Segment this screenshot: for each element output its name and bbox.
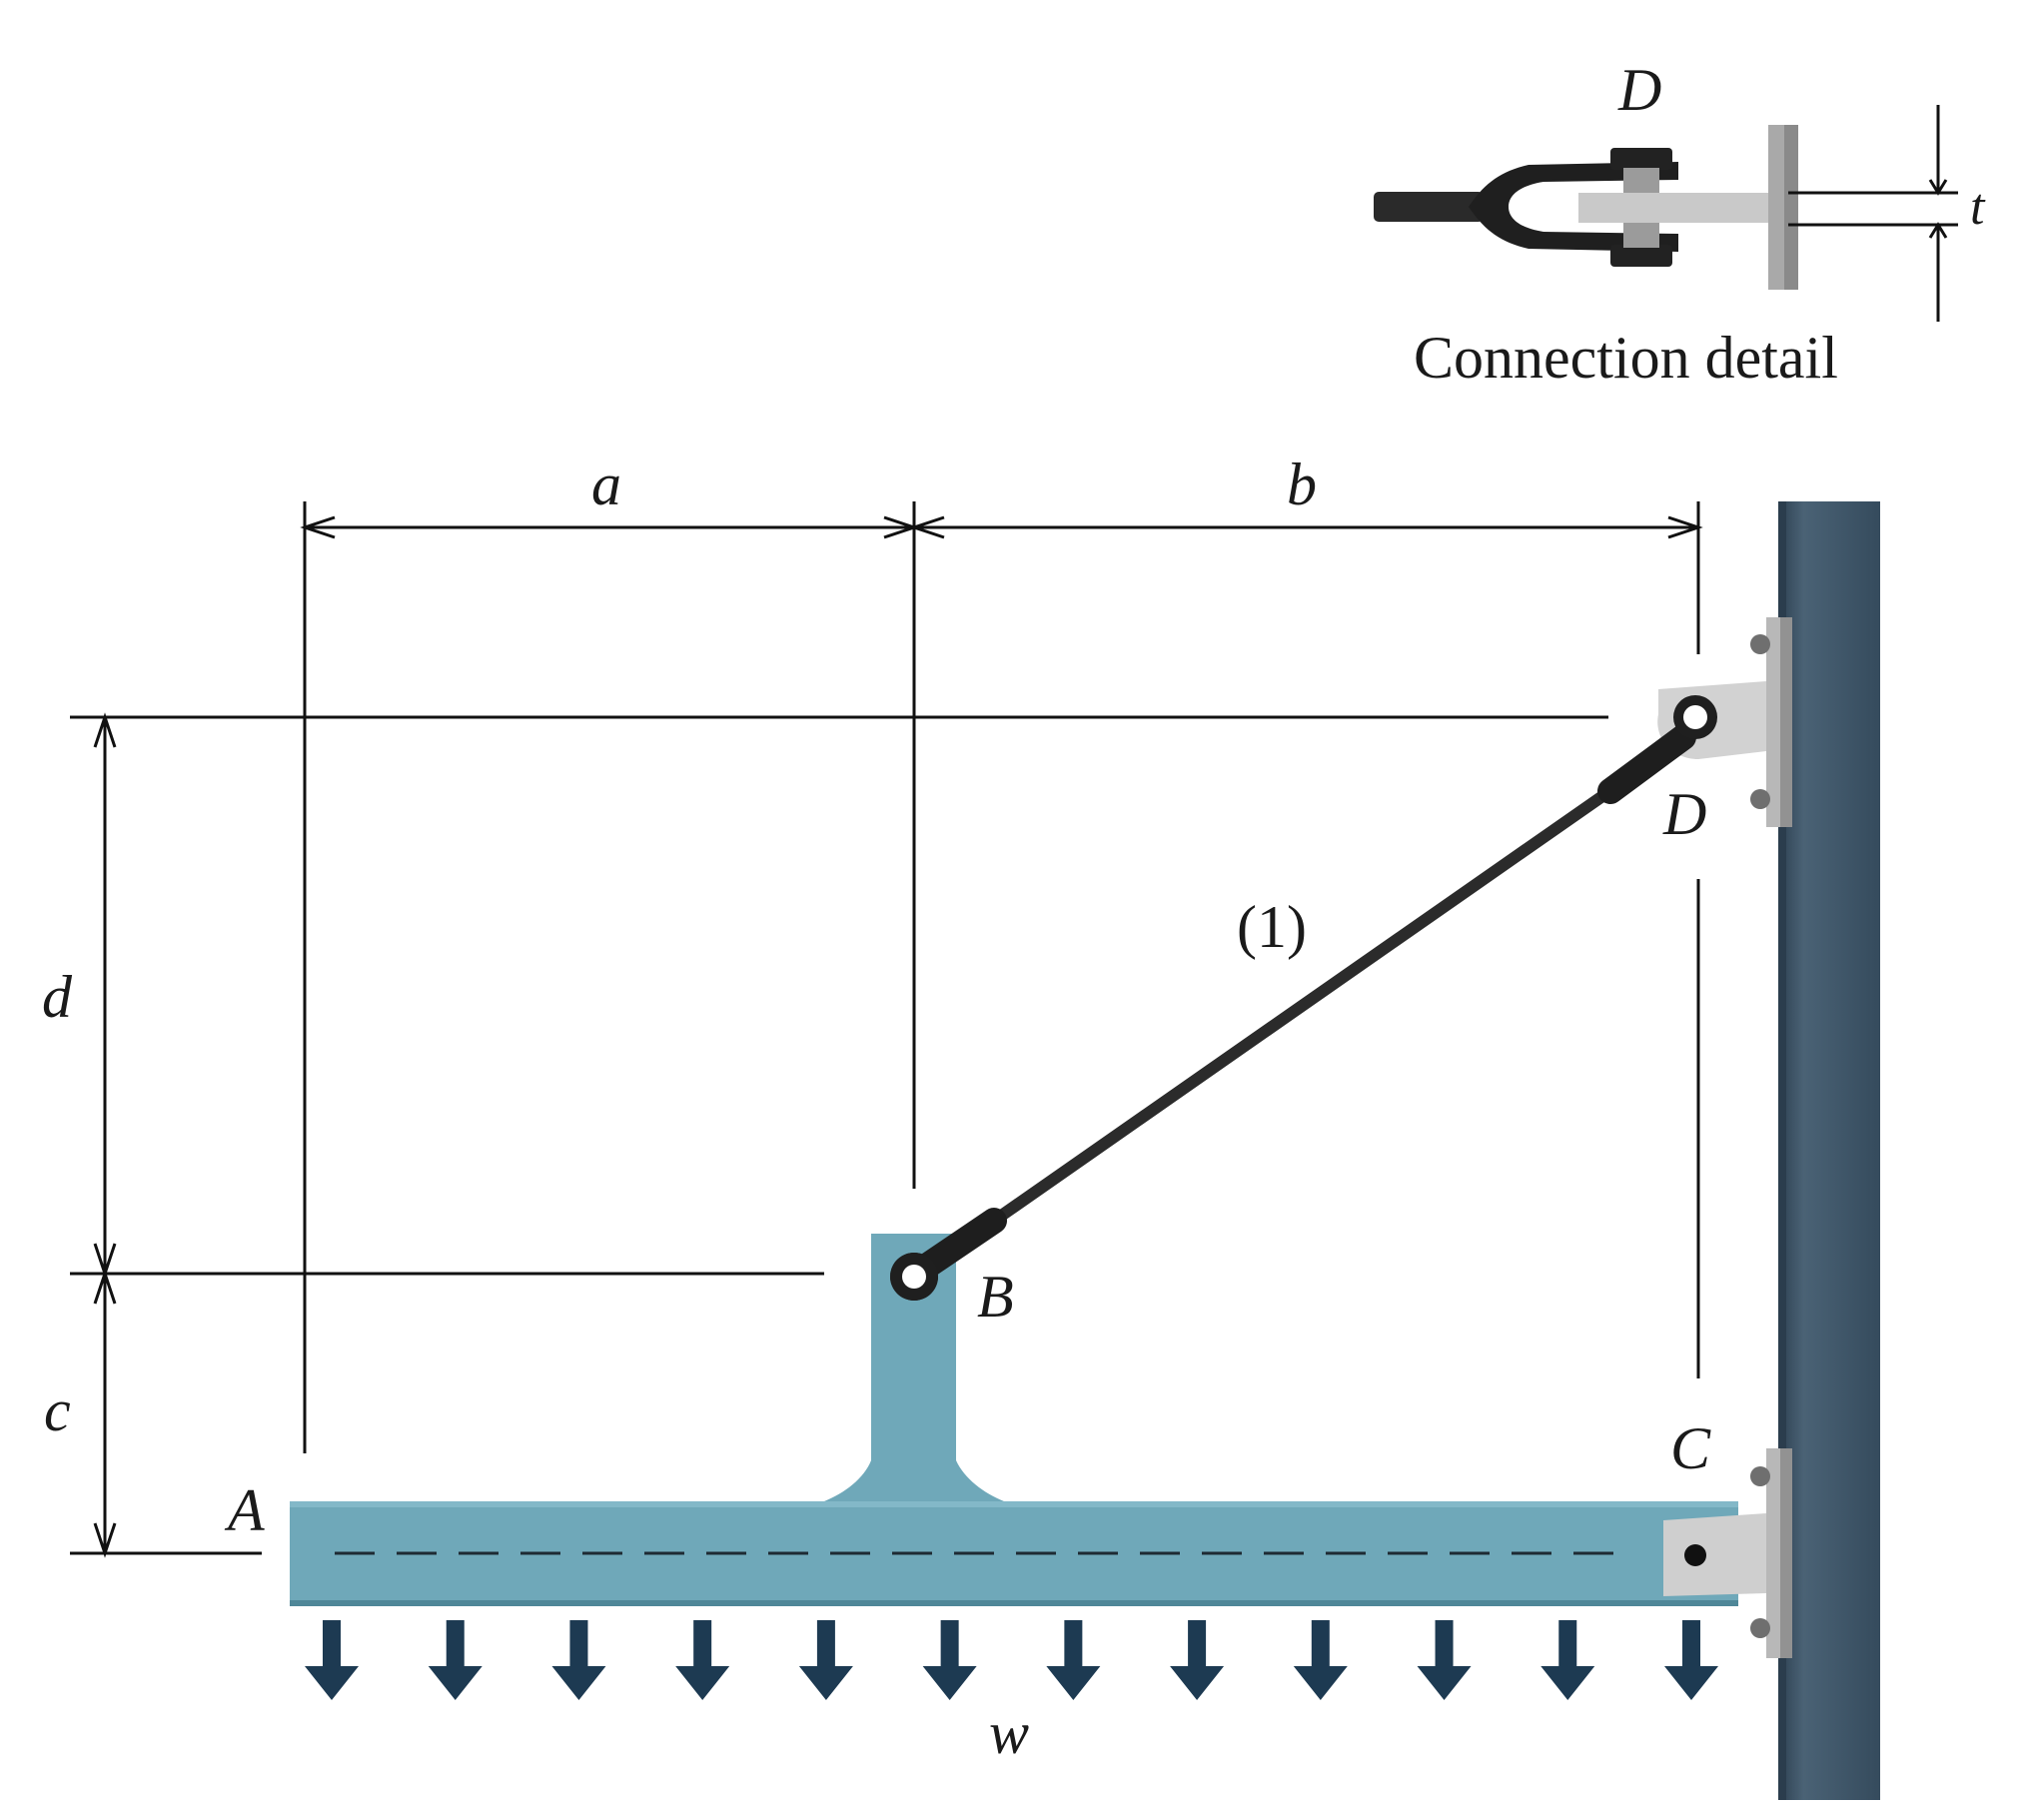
bar-post xyxy=(824,1234,1004,1501)
rod-eye-b-hole xyxy=(902,1265,926,1289)
dim-d-arrow-top xyxy=(93,712,117,748)
dim-label-d: d xyxy=(42,964,73,1030)
load-label: w xyxy=(989,1700,1029,1766)
dim-c-arrow-top xyxy=(93,1269,117,1305)
bracket-c-bolt-bottom xyxy=(1750,1618,1770,1638)
bracket-c-flange-shade xyxy=(1780,1448,1792,1658)
detail-t-label: t xyxy=(1970,179,1986,236)
wall-body xyxy=(1778,501,1880,1800)
distributed-load xyxy=(305,1620,1718,1700)
rod-end-d xyxy=(1597,724,1696,804)
dim-b-arrow-right xyxy=(1667,515,1703,539)
dimension-lines: a b d c xyxy=(42,452,1703,1558)
detail-wall-flange-shade xyxy=(1784,125,1798,290)
load-arrow xyxy=(551,1620,606,1700)
detail-t-arrowhead-bottom xyxy=(1928,222,1948,239)
load-arrow xyxy=(305,1620,359,1700)
detail-t-arrowhead-top xyxy=(1928,179,1948,196)
bracket-c xyxy=(1663,1448,1792,1658)
dim-label-b: b xyxy=(1287,452,1317,517)
bracket-c-bolt-top xyxy=(1750,1466,1770,1486)
member-label: (1) xyxy=(1237,894,1307,960)
detail-point-label: D xyxy=(1617,57,1661,123)
rigid-bar xyxy=(290,1234,1738,1606)
dim-label-c: c xyxy=(44,1377,71,1443)
bracket-d-bolt-top xyxy=(1750,634,1770,654)
load-arrow xyxy=(798,1620,853,1700)
bar-top-edge xyxy=(290,1501,1738,1507)
pin-c xyxy=(1684,1544,1706,1566)
wall-edge xyxy=(1778,501,1786,1800)
rod-eye-d-hole xyxy=(1683,705,1707,729)
bracket-d-flange-shade xyxy=(1780,617,1792,827)
rod-shaft xyxy=(958,765,1644,1248)
load-arrow xyxy=(922,1620,977,1700)
rod-end-b xyxy=(916,1208,1007,1278)
bar-bottom-edge xyxy=(290,1600,1738,1606)
load-arrow xyxy=(428,1620,483,1700)
dim-label-a: a xyxy=(591,452,621,517)
load-arrow xyxy=(1293,1620,1348,1700)
bracket-d-bolt-bottom xyxy=(1750,789,1770,809)
point-label-d: D xyxy=(1662,781,1706,847)
dim-b-arrow-left xyxy=(909,515,945,539)
detail-caption: Connection detail xyxy=(1414,325,1838,391)
detail-rod xyxy=(1374,192,1484,222)
load-arrow xyxy=(1170,1620,1225,1700)
bracket-c-plate xyxy=(1663,1513,1766,1596)
detail-bolt-bottom xyxy=(1610,245,1672,267)
load-arrow xyxy=(675,1620,730,1700)
dim-c-arrow-bottom xyxy=(93,1522,117,1558)
dim-a-arrow-left xyxy=(300,515,336,539)
load-arrow xyxy=(1417,1620,1472,1700)
load-arrow xyxy=(1046,1620,1101,1700)
detail-clevis xyxy=(1469,162,1678,252)
point-label-c: C xyxy=(1670,1415,1711,1481)
point-label-b: B xyxy=(977,1264,1014,1330)
load-arrow xyxy=(1540,1620,1595,1700)
wall xyxy=(1778,501,1880,1800)
connection-detail: t D Connection detail xyxy=(1374,57,1986,391)
rod-member-1: (1) xyxy=(890,695,1717,1301)
detail-plate xyxy=(1578,193,1768,223)
load-arrow xyxy=(1664,1620,1718,1700)
point-label-a: A xyxy=(224,1477,265,1543)
detail-bolt-top xyxy=(1610,148,1672,170)
